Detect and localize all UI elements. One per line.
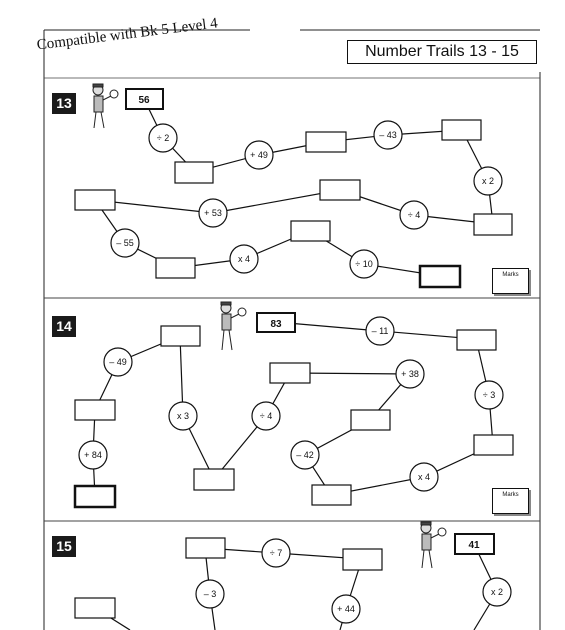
trail-15-step: x 2 [491,587,503,597]
worksheet-title: Number Trails 13 - 15 [347,40,537,64]
marks-label: Marks [502,492,519,498]
trail-14-step: – 11 [372,326,389,336]
trail-15-step: – 3 [204,589,217,599]
trail-13-step: – 43 [379,130,397,140]
trail-15-step: ÷ 7 [270,548,282,558]
trail-13-start: 56 [138,95,150,106]
trail-15-number: 15 [52,536,76,557]
trail-14-marks-box[interactable]: Marks [492,488,529,514]
trail-13-number: 13 [52,93,76,114]
trail-14-step: x 3 [177,411,189,421]
trail-13-step: ÷ 10 [355,259,372,269]
trail-15-step: + 44 [337,604,355,614]
trail-13-step: ÷ 4 [408,210,420,220]
trail-13-step: + 49 [250,150,268,160]
trail-14-step: x 4 [418,472,430,482]
trail-13-step: x 4 [238,254,250,264]
trail-14-step: + 84 [84,450,102,460]
trail-13-step: x 2 [482,176,494,186]
trail-15-start: 41 [468,540,480,551]
trail-14-step: + 38 [401,369,419,379]
marks-label: Marks [502,272,519,278]
trail-14-step: ÷ 4 [260,411,272,421]
detective-icon [92,83,447,569]
trail-14-step: – 49 [109,357,127,367]
trail-14-number: 14 [52,316,76,337]
trail-14-step: – 42 [296,450,314,460]
trail-13-marks-box[interactable]: Marks [492,268,529,294]
trail-13-step: – 55 [116,238,134,248]
trail-13-step: ÷ 2 [157,133,169,143]
trail-14-start: 83 [270,319,282,330]
trail-13-step: + 53 [204,208,222,218]
trail-14-step: ÷ 3 [483,390,495,400]
